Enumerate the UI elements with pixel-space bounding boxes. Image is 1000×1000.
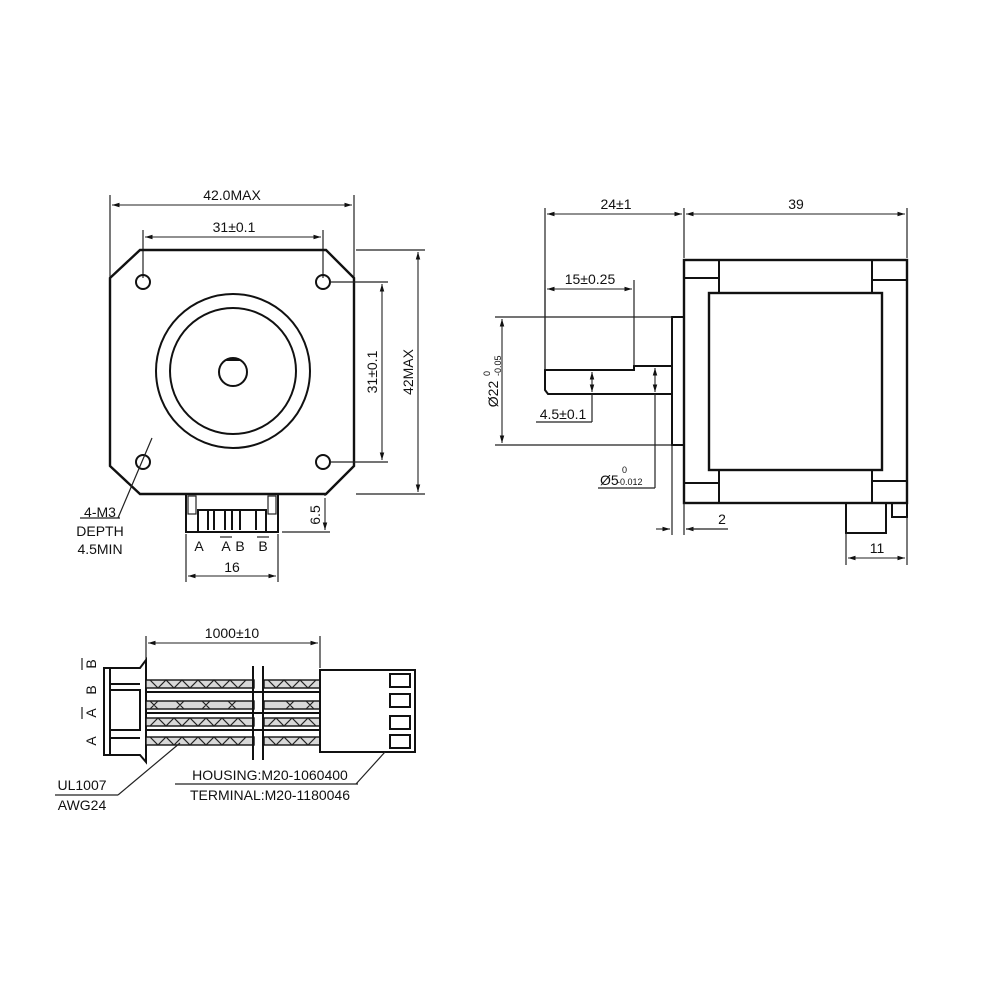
pin-label: A (194, 538, 204, 554)
housing-label: HOUSING:M20-1060400 (192, 767, 348, 783)
boss-dia-label: Ø22 (485, 381, 501, 408)
mount-hole-br (315, 454, 331, 470)
height-label: 42MAX (400, 348, 416, 395)
cable-length-label: 1000±10 (205, 625, 260, 641)
wire-label: A (83, 708, 99, 718)
hole-spacing-v-label: 31±0.1 (364, 350, 380, 393)
boss-dia-tol-upper: 0 (482, 371, 492, 376)
pin-label: B (258, 538, 267, 554)
connector-width-label: 16 (224, 559, 240, 575)
boss-inner-circle (169, 307, 297, 435)
cable-view: 1000±10 (55, 625, 416, 813)
motor-stator (707, 291, 884, 472)
motor-faceplate (108, 248, 356, 496)
cable-wires (145, 666, 321, 760)
boss-outer-circle (155, 293, 311, 449)
shaft-length-label: 24±1 (600, 196, 631, 212)
motor-side-connector (103, 657, 147, 765)
shaft-circle (218, 357, 248, 387)
mount-note-line1: 4-M3 (84, 504, 116, 520)
hole-spacing-h-label: 31±0.1 (213, 219, 256, 235)
flat-length-label: 15±0.25 (565, 271, 616, 287)
pin-label: A (221, 538, 231, 554)
motor-shaft (544, 365, 673, 395)
wire-labels: B B A A (81, 658, 99, 746)
housing-connector (319, 669, 416, 753)
motor-body (682, 258, 909, 505)
boss-height-label: 2 (718, 511, 726, 527)
shaft-dia-label: Ø5 (600, 472, 619, 488)
front-pin-labels: A A B B (194, 536, 269, 554)
width-label: 42.0MAX (203, 187, 261, 203)
connector-height-label: 6.5 (307, 505, 323, 525)
wire-spec-line1: UL1007 (57, 777, 106, 793)
mount-note-line2: DEPTH (76, 523, 123, 539)
pin-label: B (235, 538, 244, 554)
mount-note-line3: 4.5MIN (77, 541, 122, 557)
shaft-dia-tol-upper: 0 (622, 465, 627, 475)
mount-hole-tl (135, 274, 151, 290)
wire-label: A (83, 736, 99, 746)
boss-dia-dimension: Ø22 0 -0.05 (482, 355, 503, 407)
boss-dia-tol-lower: -0.05 (493, 355, 503, 376)
connector-depth-label: 11 (870, 540, 885, 556)
mount-hole-bl (135, 454, 151, 470)
body-length-label: 39 (788, 196, 804, 212)
mount-hole-leader (117, 437, 153, 519)
side-connector (845, 502, 887, 534)
flat-depth-label: 4.5±0.1 (540, 406, 587, 422)
front-view: 42.0MAX 31±0.1 31±0.1 42MAX (76, 187, 425, 582)
wire-label: B (83, 659, 99, 668)
terminal-label: TERMINAL:M20-1180046 (190, 787, 350, 803)
motor-boss (671, 316, 685, 446)
wire-label: B (83, 685, 99, 694)
side-view: 24±1 39 15±0.25 Ø22 0 -0.05 (482, 196, 909, 565)
wire-spec-line2: AWG24 (58, 797, 107, 813)
shaft-dia-tol-lower: -0.012 (617, 477, 643, 487)
